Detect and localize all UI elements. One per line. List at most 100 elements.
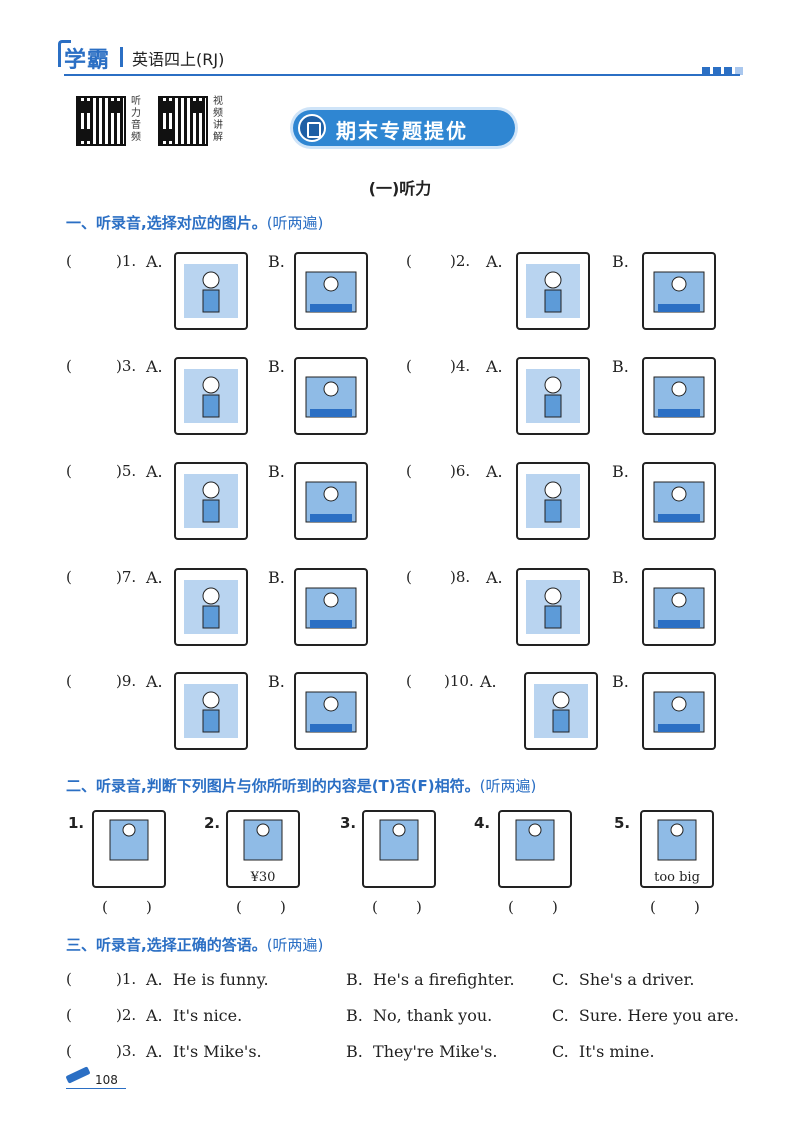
s1-q1-number: )1. <box>116 252 137 270</box>
s2-q1-picture[interactable] <box>92 810 166 888</box>
s1-q5-label-a: A. <box>146 462 163 481</box>
s3-q3-option-a[interactable]: A. It's Mike's. <box>146 1042 262 1061</box>
s3-q2-option-c[interactable]: C. Sure. Here you are. <box>552 1006 739 1025</box>
s1-q6-label-a: A. <box>486 462 503 481</box>
section1-note: (听两遍) <box>266 214 324 232</box>
s3-q1-bracket: ( <box>66 970 72 988</box>
s1-q3-bracket: ( <box>66 357 72 375</box>
s2-q2-caption: ¥30 <box>250 870 276 885</box>
s1-q5-picture-a[interactable] <box>174 462 248 540</box>
s1-q6-picture-a[interactable] <box>516 462 590 540</box>
header-rule <box>64 74 740 76</box>
s2-q4-picture[interactable] <box>498 810 572 888</box>
qr-label-audio: 听力音频 <box>131 96 141 143</box>
s1-q4-picture-b[interactable] <box>642 357 716 435</box>
s1-q10-picture-b[interactable] <box>642 672 716 750</box>
section1-title: 一、听录音,选择对应的图片。 <box>66 214 267 232</box>
s1-q8-bracket: ( <box>406 568 412 586</box>
s1-q10-bracket: ( <box>406 672 412 690</box>
s3-q2-option-b[interactable]: B. No, thank you. <box>346 1006 493 1025</box>
s1-q1-picture-b[interactable] <box>294 252 368 330</box>
s3-q3-option-b[interactable]: B. They're Mike's. <box>346 1042 498 1061</box>
s1-q4-number: )4. <box>450 357 471 375</box>
s1-q4-label-b: B. <box>612 357 629 376</box>
section-banner <box>293 110 515 146</box>
s1-q8-label-b: B. <box>612 568 629 587</box>
s1-q2-label-b: B. <box>612 252 629 271</box>
s3-q1-number: )1. <box>116 970 137 988</box>
s1-q7-picture-a[interactable] <box>174 568 248 646</box>
page-subtitle: (一)听力 <box>368 179 432 198</box>
qr-code-audio[interactable] <box>76 96 126 146</box>
s3-q1-option-b[interactable]: B. He's a firefighter. <box>346 970 515 989</box>
s2-q3-number: 3. <box>340 814 357 832</box>
s1-q2-picture-b[interactable] <box>642 252 716 330</box>
pencil-icon <box>65 1066 91 1084</box>
s3-q1-option-a[interactable]: A. He is funny. <box>146 970 269 989</box>
s1-q10-number: )10. <box>444 672 474 690</box>
s1-q1-bracket: ( <box>66 252 72 270</box>
s2-q2-picture[interactable]: ¥30 <box>226 810 300 888</box>
qr-code-video[interactable] <box>158 96 208 146</box>
s1-q6-bracket: ( <box>406 462 412 480</box>
s1-q7-label-b: B. <box>268 568 285 587</box>
s2-q5-picture[interactable]: too big <box>640 810 714 888</box>
s1-q4-bracket: ( <box>406 357 412 375</box>
book-title: 英语四上(RJ) <box>132 50 225 69</box>
s1-q3-picture-a[interactable] <box>174 357 248 435</box>
s1-q5-label-b: B. <box>268 462 285 481</box>
s2-q3-answer-blank[interactable]: ( ) <box>372 898 422 916</box>
s1-q10-label-a: A. <box>480 672 497 691</box>
s1-q2-bracket: ( <box>406 252 412 270</box>
s2-q2-number: 2. <box>204 814 221 832</box>
section1-heading: 一、听录音,选择对应的图片。(听两遍) <box>66 212 323 233</box>
s1-q9-picture-a[interactable] <box>174 672 248 750</box>
s1-q5-number: )5. <box>116 462 137 480</box>
s1-q7-bracket: ( <box>66 568 72 586</box>
s1-q2-number: )2. <box>450 252 471 270</box>
s1-q6-number: )6. <box>450 462 471 480</box>
s1-q9-picture-b[interactable] <box>294 672 368 750</box>
s3-q2-number: )2. <box>116 1006 137 1024</box>
section2-heading: 二、听录音,判断下列图片与你所听到的内容是(T)否(F)相符。(听两遍) <box>66 775 536 796</box>
s2-q4-answer-blank[interactable]: ( ) <box>508 898 558 916</box>
s3-q3-bracket: ( <box>66 1042 72 1060</box>
s1-q5-bracket: ( <box>66 462 72 480</box>
s3-q2-option-a[interactable]: A. It's nice. <box>146 1006 243 1025</box>
s1-q1-label-b: B. <box>268 252 285 271</box>
s1-q4-picture-a[interactable] <box>516 357 590 435</box>
s1-q6-label-b: B. <box>612 462 629 481</box>
s1-q8-picture-b[interactable] <box>642 568 716 646</box>
s2-q5-answer-blank[interactable]: ( ) <box>650 898 700 916</box>
section3-note: (听两遍) <box>266 936 324 954</box>
s3-q3-option-c[interactable]: C. It's mine. <box>552 1042 655 1061</box>
s1-q9-bracket: ( <box>66 672 72 690</box>
s1-q10-label-b: B. <box>612 672 629 691</box>
s1-q6-picture-b[interactable] <box>642 462 716 540</box>
book-icon <box>298 114 326 142</box>
s1-q3-label-b: B. <box>268 357 285 376</box>
s1-q2-picture-a[interactable] <box>516 252 590 330</box>
s1-q10-picture-a[interactable] <box>524 672 598 750</box>
s2-q1-answer-blank[interactable]: ( ) <box>102 898 152 916</box>
s1-q7-label-a: A. <box>146 568 163 587</box>
s1-q8-label-a: A. <box>486 568 503 587</box>
s3-q2-bracket: ( <box>66 1006 72 1024</box>
s1-q9-label-a: A. <box>146 672 163 691</box>
s1-q3-picture-b[interactable] <box>294 357 368 435</box>
s3-q1-option-c[interactable]: C. She's a driver. <box>552 970 695 989</box>
section3-heading: 三、听录音,选择正确的答语。(听两遍) <box>66 934 323 955</box>
s1-q9-label-b: B. <box>268 672 285 691</box>
s1-q8-picture-a[interactable] <box>516 568 590 646</box>
section2-note: (听两遍) <box>479 777 537 795</box>
s1-q3-label-a: A. <box>146 357 163 376</box>
s1-q9-number: )9. <box>116 672 137 690</box>
s2-q2-answer-blank[interactable]: ( ) <box>236 898 286 916</box>
s1-q1-picture-a[interactable] <box>174 252 248 330</box>
header-divider <box>120 47 123 67</box>
s1-q7-number: )7. <box>116 568 137 586</box>
s1-q7-picture-b[interactable] <box>294 568 368 646</box>
s2-q3-picture[interactable] <box>362 810 436 888</box>
header-logo-icon <box>58 40 71 67</box>
s1-q5-picture-b[interactable] <box>294 462 368 540</box>
